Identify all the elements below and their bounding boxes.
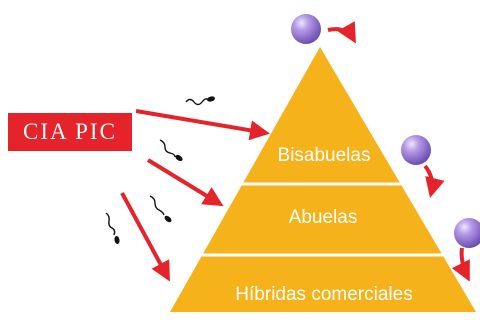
pyramid-shape [170,47,476,312]
egg-cell-icon [401,135,445,198]
sperm-icon [185,96,215,106]
tier-label-grandmothers: Abuelas [288,207,358,228]
egg-cell-icon [291,14,356,44]
sperm-icon [149,195,172,223]
red-arrow-icon [120,192,170,282]
red-arrow-icon [135,109,270,141]
tier-label-great-grandmothers: Bisabuelas [277,145,371,166]
egg-cell-icon [451,218,480,282]
tier-label-commercial-hybrids: Híbridas comerciales [235,284,413,305]
brand-label: CIA PIC [8,113,132,151]
red-arrow-icon [146,158,224,207]
sperm-icon [105,212,120,244]
sperm-icon [159,139,183,162]
